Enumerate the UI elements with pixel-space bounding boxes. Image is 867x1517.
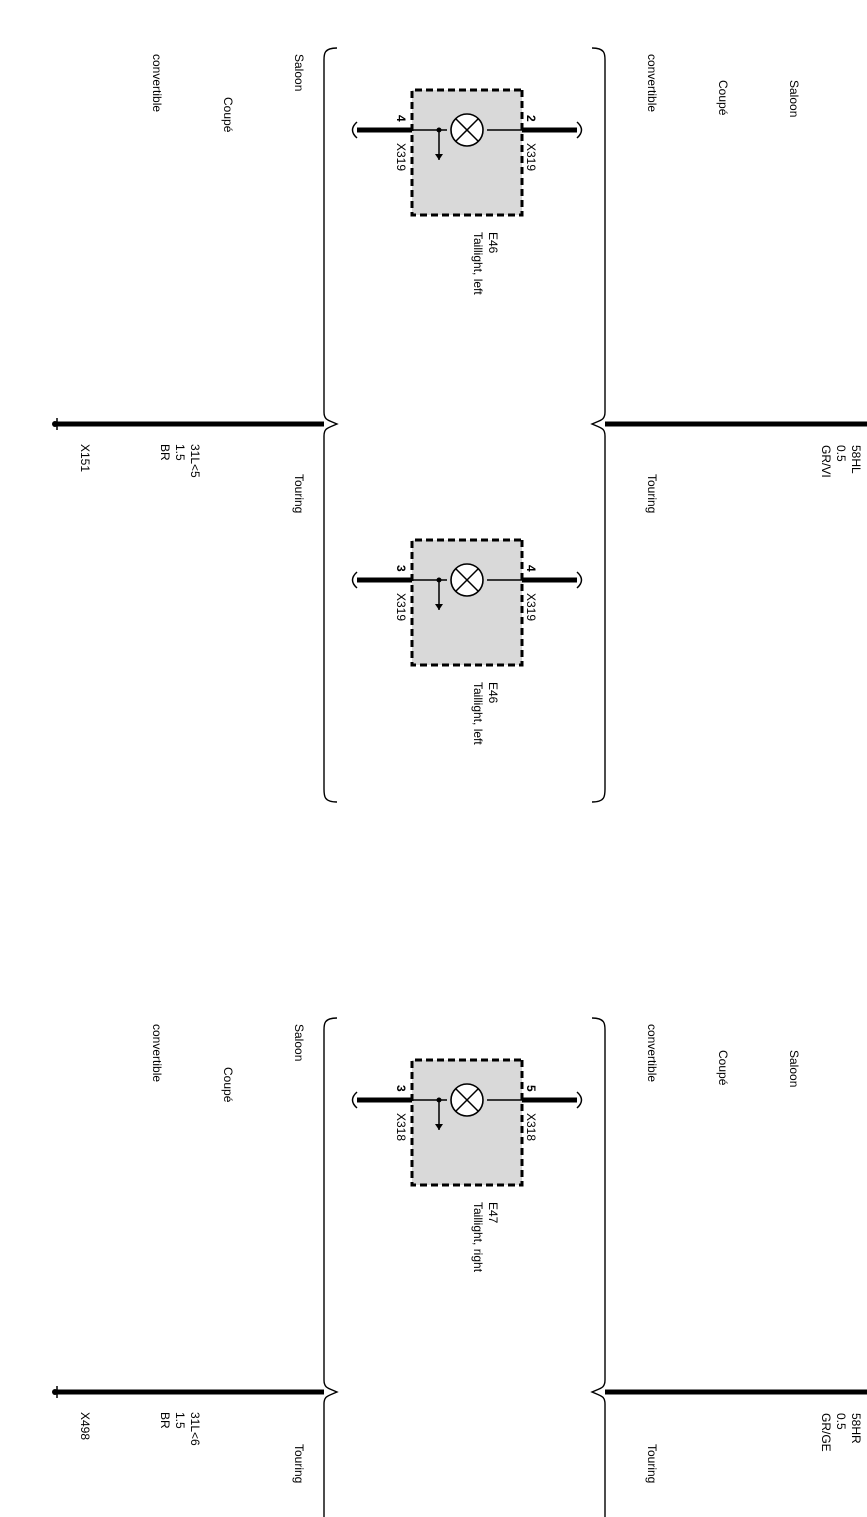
variant-label-touring: Touring xyxy=(645,474,659,513)
pin-top: 5 xyxy=(524,1085,538,1092)
wire-signal: 58HL xyxy=(849,445,863,474)
variant-label-convertible: convertible xyxy=(645,54,659,112)
wire-color: GR/GE xyxy=(819,1413,833,1452)
arrow-icon xyxy=(435,154,443,160)
component-name: Taillight, right xyxy=(471,1202,485,1273)
wire-size: 1.5 xyxy=(173,444,187,461)
connector-bottom: X319 xyxy=(394,593,408,621)
pin-bottom: 4 xyxy=(394,115,408,122)
wire-color: BR xyxy=(158,1412,172,1429)
component-name: Taillight, left xyxy=(471,232,485,295)
variant-brace-bottom xyxy=(323,1017,339,1517)
connector-top: X318 xyxy=(524,1113,538,1141)
component-name: Taillight, left xyxy=(471,682,485,745)
arrow-icon xyxy=(435,1124,443,1130)
wire-color: GR/VI xyxy=(819,445,833,478)
variant-label-convertible: convertible xyxy=(645,1024,659,1082)
pin-top: 4 xyxy=(524,565,538,572)
variant-label-coupe: Coupé xyxy=(716,1050,730,1086)
lamp-e46-b: 4 X319 3 X319 E46 Taillight, left xyxy=(351,538,583,745)
lamp-e47: 5 X318 3 X318 E47 Taillight, right xyxy=(351,1058,583,1273)
section-e46: Saloon Coupé convertible Saloon Coupé co… xyxy=(52,47,867,803)
pin-bottom: 3 xyxy=(394,565,408,572)
variant-label-saloon: Saloon xyxy=(787,1050,801,1087)
variant-label-saloon: Saloon xyxy=(292,54,306,91)
variant-label-coupe: Coupé xyxy=(221,1067,235,1103)
variant-label-saloon: Saloon xyxy=(292,1024,306,1061)
pin-top: 2 xyxy=(524,115,538,122)
connector-bottom: X319 xyxy=(394,143,408,171)
wire-size: 1.5 xyxy=(173,1412,187,1429)
variant-label-coupe: Coupé xyxy=(716,80,730,116)
ground-label: X151 xyxy=(78,444,92,472)
arrow-icon xyxy=(435,604,443,610)
variant-label-touring: Touring xyxy=(645,1444,659,1483)
variant-label-convertible: convertible xyxy=(150,1024,164,1082)
variant-brace-top xyxy=(590,47,606,803)
component-id: E46 xyxy=(486,682,500,704)
variant-label-touring: Touring xyxy=(292,1444,306,1483)
connector-top: X319 xyxy=(524,593,538,621)
wire-signal: 31L<5 xyxy=(188,444,202,478)
ground-dot xyxy=(52,1389,58,1395)
variant-label-convertible: convertible xyxy=(150,54,164,112)
wire-color: BR xyxy=(158,444,172,461)
ground-label: X498 xyxy=(78,1412,92,1440)
section-e47: Saloon Coupé convertible Saloon Coupé co… xyxy=(52,1017,867,1517)
variant-brace-bottom xyxy=(323,47,339,803)
wire-size: 0.5 xyxy=(834,445,848,462)
lamp-e46-a: 2 X319 4 X319 E46 Taillight, left xyxy=(351,88,583,295)
variant-label-touring: Touring xyxy=(292,474,306,513)
connector-bottom: X318 xyxy=(394,1113,408,1141)
variant-brace-top xyxy=(590,1017,606,1517)
variant-label-coupe: Coupé xyxy=(221,97,235,133)
wire-signal: 58HR xyxy=(849,1413,863,1444)
connector-top: X319 xyxy=(524,143,538,171)
wire-signal: 31L<6 xyxy=(188,1412,202,1446)
component-id: E46 xyxy=(486,232,500,254)
wire-size: 0.5 xyxy=(834,1413,848,1430)
variant-label-saloon: Saloon xyxy=(787,80,801,117)
pin-bottom: 3 xyxy=(394,1085,408,1092)
component-id: E47 xyxy=(486,1202,500,1224)
ground-dot xyxy=(52,421,58,427)
